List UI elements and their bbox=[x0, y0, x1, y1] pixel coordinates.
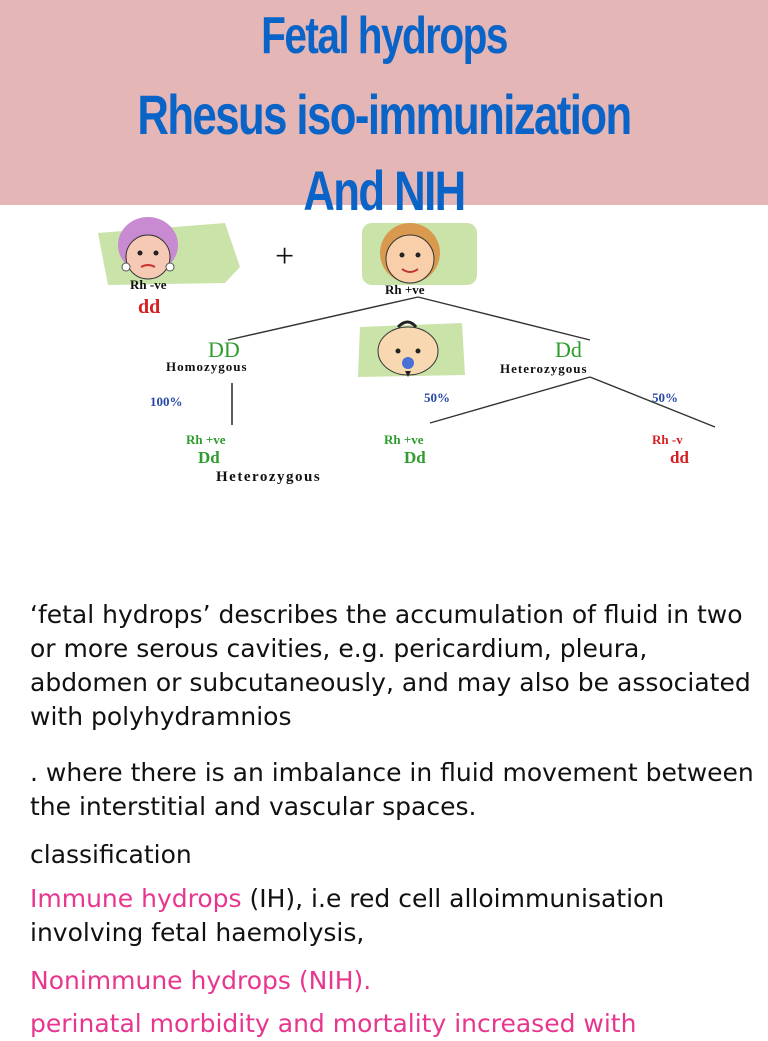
baby-face-icon bbox=[358, 320, 465, 377]
branch-line-right bbox=[417, 296, 591, 341]
perinatal-item: perinatal morbidity and mortality increa… bbox=[30, 1009, 637, 1038]
rh-inheritance-diagram: Rh -ve dd + Rh +ve DD Homozygous Dd Hete… bbox=[98, 217, 716, 485]
imbalance-paragraph: . where there is an imbalance in fluid m… bbox=[30, 758, 754, 821]
left-genotype: DD bbox=[208, 337, 240, 362]
pct-mid: 50% bbox=[424, 390, 450, 405]
classification-heading: classification bbox=[30, 840, 192, 869]
child1-genotype: Dd bbox=[198, 448, 220, 467]
title-banner: Fetal hydrops Rhesus iso-immunization An… bbox=[0, 0, 768, 222]
branch-line-mid bbox=[429, 376, 591, 424]
immune-hydrops-description: (IH), i.e red cell alloimmunisation invo… bbox=[30, 884, 665, 947]
right-zygosity-label: Heterozygous bbox=[500, 361, 588, 376]
child1-rh: Rh +ve bbox=[186, 432, 226, 447]
child3-genotype: dd bbox=[670, 448, 689, 467]
immune-hydrops-paragraph: Immune hydrops (IH), i.e red cell alloim… bbox=[30, 882, 760, 950]
child2-rh: Rh +ve bbox=[384, 432, 424, 447]
pct-right: 50% bbox=[652, 390, 678, 405]
child3-rh: Rh -v bbox=[652, 432, 683, 447]
right-genotype: Dd bbox=[555, 337, 582, 362]
title-line-1: Fetal hydrops bbox=[261, 7, 508, 65]
child2-genotype: Dd bbox=[404, 448, 426, 467]
mother-face-icon bbox=[98, 217, 240, 285]
immune-hydrops-term: Immune hydrops bbox=[30, 884, 242, 913]
branch-line-left bbox=[227, 296, 419, 341]
definition-paragraph: ‘fetal hydrops’ describes the accumulati… bbox=[30, 600, 751, 731]
branch-line-far bbox=[589, 376, 716, 428]
mother-rh-label: Rh -ve bbox=[130, 277, 167, 292]
title-line-2: Rhesus iso-immunization bbox=[137, 83, 632, 146]
nonimmune-hydrops-item: Nonimmune hydrops (NIH). bbox=[30, 966, 372, 995]
pct-left: 100% bbox=[150, 394, 183, 409]
father-rh-label: Rh +ve bbox=[385, 282, 425, 297]
left-zygosity-label: Homozygous bbox=[166, 359, 248, 374]
father-face-icon bbox=[362, 223, 477, 285]
title-line-3: And NIH bbox=[303, 159, 466, 222]
mother-genotype: dd bbox=[138, 296, 160, 318]
plus-sign: + bbox=[275, 238, 294, 275]
bottom-zygosity-label: Heterozygous bbox=[216, 469, 321, 485]
